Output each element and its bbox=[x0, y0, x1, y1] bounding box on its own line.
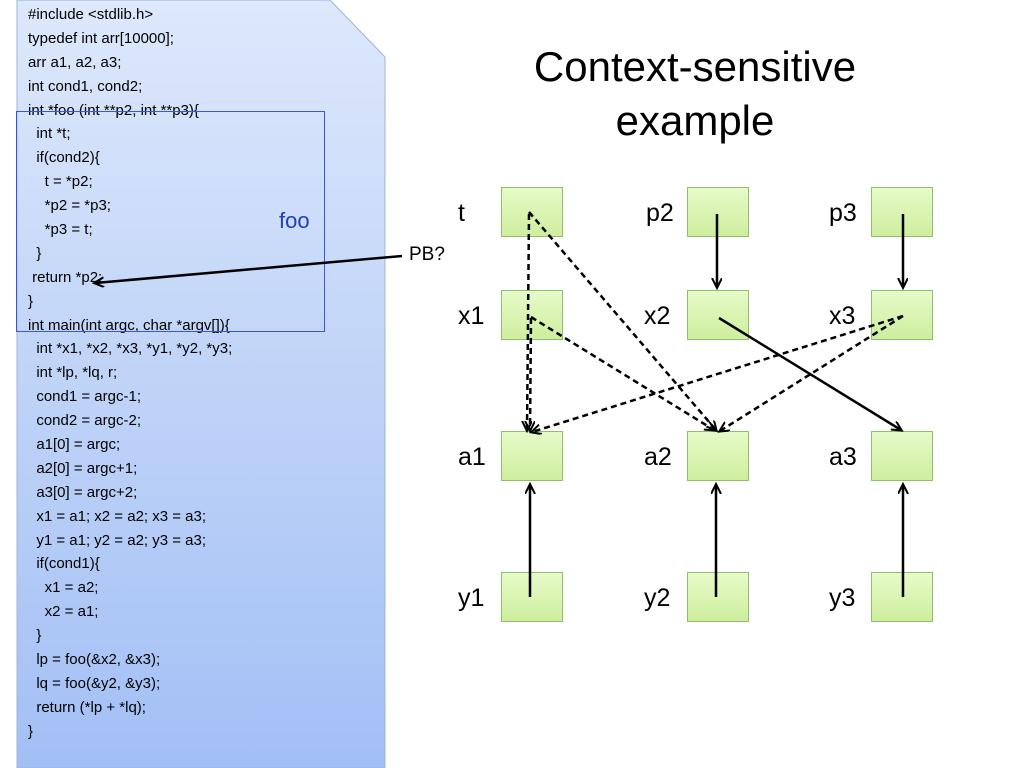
node-box-t bbox=[501, 187, 563, 237]
code-line: int *x1, *x2, *x3, *y1, *y2, *y3; bbox=[28, 340, 233, 358]
node-box-x1 bbox=[501, 290, 563, 340]
node-box-y1 bbox=[501, 572, 563, 622]
code-line: *p3 = t; bbox=[28, 221, 93, 239]
pb-label: PB? bbox=[409, 244, 445, 265]
code-line: lp = foo(&x2, &x3); bbox=[28, 651, 161, 669]
node-box-x3 bbox=[871, 290, 933, 340]
code-line: int main(int argc, char *argv[]){ bbox=[28, 316, 230, 334]
node-box-x2 bbox=[687, 290, 749, 340]
code-line: } bbox=[28, 722, 34, 740]
code-line: a1[0] = argc; bbox=[28, 436, 121, 454]
code-line: } bbox=[28, 292, 34, 310]
code-line: int *t; bbox=[28, 125, 71, 143]
code-listing: #include <stdlib.h> typedef int arr[10000… bbox=[28, 3, 232, 744]
node-label-p3: p3 bbox=[829, 199, 857, 227]
code-panel bbox=[16, 0, 386, 768]
node-label-y3: y3 bbox=[829, 584, 856, 612]
code-line: y1 = a1; y2 = a2; y3 = a3; bbox=[28, 531, 207, 549]
node-box-y3 bbox=[871, 572, 933, 622]
code-line: arr a1, a2, a3; bbox=[28, 53, 122, 71]
node-label-y1: y1 bbox=[458, 584, 485, 612]
slide-title: Context-sensitive example bbox=[470, 40, 920, 148]
code-line: x2 = a1; bbox=[28, 603, 99, 621]
node-box-a2 bbox=[687, 431, 749, 481]
code-line: cond1 = argc-1; bbox=[28, 388, 141, 406]
node-label-a3: a3 bbox=[829, 443, 857, 471]
node-box-p3 bbox=[871, 187, 933, 237]
node-label-p2: p2 bbox=[646, 199, 674, 227]
node-box-a3 bbox=[871, 431, 933, 481]
code-line: int *lp, *lq, r; bbox=[28, 364, 118, 382]
code-line: lq = foo(&y2, &y3); bbox=[28, 674, 161, 692]
node-label-x1: x1 bbox=[458, 302, 485, 330]
code-line: typedef int arr[10000]; bbox=[28, 29, 174, 47]
code-line: #include <stdlib.h> bbox=[28, 6, 154, 23]
foo-function-box bbox=[16, 111, 325, 332]
node-label-x2: x2 bbox=[644, 302, 671, 330]
code-line: return (*lp + *lq); bbox=[28, 698, 146, 716]
node-box-a1 bbox=[501, 431, 563, 481]
code-line: x1 = a1; x2 = a2; x3 = a3; bbox=[28, 507, 207, 525]
code-line: } bbox=[28, 244, 42, 262]
foo-label: foo bbox=[279, 208, 310, 233]
code-line: a3[0] = argc+2; bbox=[28, 483, 138, 501]
code-line: int cond1, cond2; bbox=[28, 77, 143, 95]
code-line: cond2 = argc-2; bbox=[28, 412, 141, 430]
code-line: x1 = a2; bbox=[28, 579, 99, 597]
slide-title-line1: Context-sensitive bbox=[533, 43, 857, 90]
code-line: *p2 = *p3; bbox=[28, 197, 111, 215]
node-box-p2 bbox=[687, 187, 749, 237]
code-line: } bbox=[28, 627, 42, 645]
code-line: if(cond1){ bbox=[28, 555, 100, 573]
node-label-t: t bbox=[458, 199, 465, 227]
node-label-a2: a2 bbox=[644, 443, 672, 471]
code-line: a2[0] = argc+1; bbox=[28, 459, 138, 477]
node-label-x3: x3 bbox=[829, 302, 856, 330]
code-line: if(cond2){ bbox=[28, 149, 100, 167]
code-panel-shape bbox=[16, 0, 386, 768]
slide-title-line2: example bbox=[615, 97, 775, 144]
node-label-a1: a1 bbox=[458, 443, 486, 471]
node-label-y2: y2 bbox=[644, 584, 671, 612]
node-box-y2 bbox=[687, 572, 749, 622]
code-line: int *foo (int **p2, int **p3){ bbox=[28, 101, 199, 119]
code-line: t = *p2; bbox=[28, 173, 93, 191]
